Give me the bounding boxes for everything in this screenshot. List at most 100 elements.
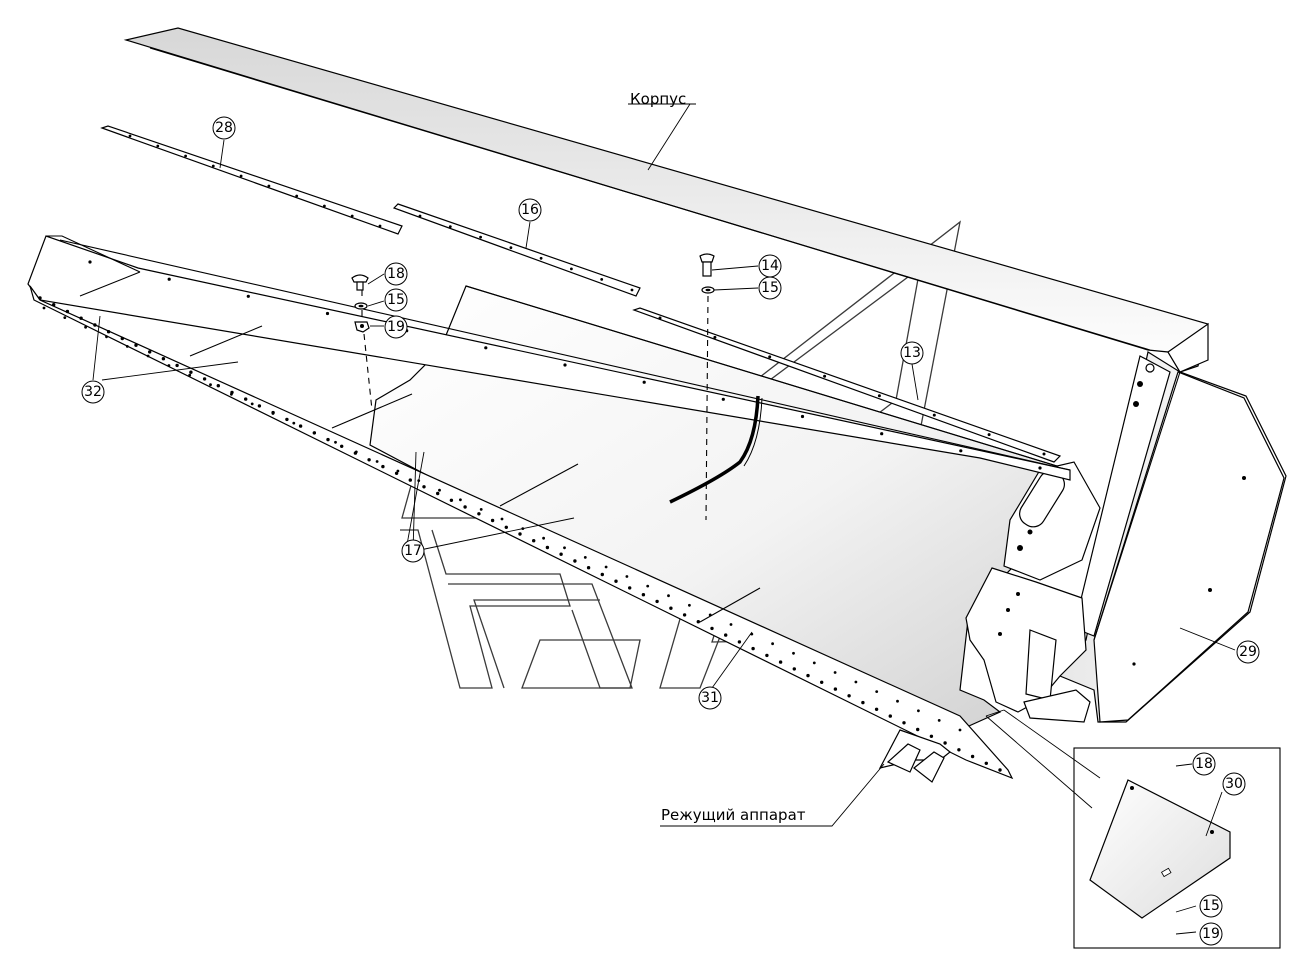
hole xyxy=(298,424,303,428)
callout-29: 29 xyxy=(1236,640,1260,664)
hole xyxy=(448,225,452,229)
hole xyxy=(79,316,83,320)
hole xyxy=(563,363,567,367)
hole xyxy=(175,363,179,368)
housing-label: Корпус xyxy=(630,90,686,108)
hole xyxy=(937,719,941,722)
callout-15b-text: 15 xyxy=(761,280,779,296)
hole xyxy=(216,384,220,388)
hole xyxy=(463,505,467,509)
hole xyxy=(806,673,810,678)
hole xyxy=(625,575,629,578)
hole xyxy=(959,449,963,453)
hole xyxy=(902,721,906,725)
hole xyxy=(768,355,772,359)
hole xyxy=(833,671,837,674)
hole xyxy=(563,546,566,550)
hole xyxy=(573,559,577,563)
hole xyxy=(771,642,774,646)
hole xyxy=(184,154,188,158)
hole xyxy=(751,646,755,651)
hole xyxy=(861,700,865,705)
hole xyxy=(418,214,422,218)
detail-inset xyxy=(985,709,1281,949)
housing-box xyxy=(1059,351,1287,723)
hole xyxy=(539,256,543,260)
hole xyxy=(1042,452,1046,456)
hole xyxy=(323,204,326,208)
hole xyxy=(271,412,275,415)
callout-18: 18 xyxy=(384,262,408,286)
fasteners-center xyxy=(699,253,715,521)
hole xyxy=(128,134,132,138)
hole xyxy=(696,620,700,624)
hole xyxy=(63,316,67,319)
hole xyxy=(984,761,988,765)
hole xyxy=(628,586,632,590)
hole xyxy=(545,545,550,550)
callout-17: 17 xyxy=(401,539,425,563)
callout-16-text: 16 xyxy=(521,202,539,218)
hole xyxy=(875,690,879,693)
hole xyxy=(958,728,962,732)
hole xyxy=(449,498,454,502)
hole xyxy=(792,651,795,655)
hole xyxy=(570,267,573,271)
hole xyxy=(375,460,379,463)
hole xyxy=(38,296,42,300)
hole xyxy=(334,440,337,444)
hole xyxy=(267,184,271,188)
callout-30: 30 xyxy=(1222,772,1246,796)
hole xyxy=(998,768,1002,772)
hole xyxy=(943,741,947,745)
callout-17-text: 17 xyxy=(404,543,422,559)
callout-15c: 15 xyxy=(1199,894,1223,918)
callout-14-text: 14 xyxy=(761,258,779,274)
hole xyxy=(916,727,920,732)
hole xyxy=(438,488,441,492)
hole xyxy=(600,278,604,281)
fasteners-left xyxy=(351,274,373,411)
hole xyxy=(422,485,426,489)
hole xyxy=(729,623,733,626)
hole xyxy=(209,383,212,387)
hole xyxy=(408,478,412,482)
callout-15: 15 xyxy=(384,288,408,312)
hole xyxy=(477,512,481,516)
hole xyxy=(285,417,289,422)
hole xyxy=(367,458,371,462)
callout-30-text: 30 xyxy=(1225,776,1243,792)
hole xyxy=(710,626,714,631)
hole xyxy=(378,224,382,228)
hole xyxy=(1038,466,1042,470)
callout-32-text: 32 xyxy=(84,384,102,400)
strip-holes xyxy=(128,134,1046,456)
hole xyxy=(532,539,536,543)
callout-32: 32 xyxy=(81,380,105,404)
hole xyxy=(655,599,659,604)
hole xyxy=(833,687,838,691)
rail-holes xyxy=(38,260,1042,772)
hole xyxy=(479,235,482,239)
hole xyxy=(230,392,233,396)
hole xyxy=(239,174,243,178)
hole xyxy=(600,572,604,577)
hole xyxy=(854,680,858,684)
side-bracket xyxy=(965,461,1101,723)
hole xyxy=(888,714,892,718)
hole xyxy=(724,633,728,637)
callout-14: 14 xyxy=(758,254,782,278)
leader-lines xyxy=(92,103,1236,935)
hole xyxy=(970,754,975,759)
seal-curve xyxy=(669,395,763,504)
hole xyxy=(509,246,513,250)
hole xyxy=(800,414,805,419)
hole xyxy=(246,294,250,298)
callout-19: 19 xyxy=(384,315,408,339)
callout-13: 13 xyxy=(900,341,924,365)
hole xyxy=(146,354,150,358)
hole xyxy=(396,469,400,473)
callout-19b: 19 xyxy=(1199,922,1223,946)
callout-16: 16 xyxy=(518,198,542,222)
